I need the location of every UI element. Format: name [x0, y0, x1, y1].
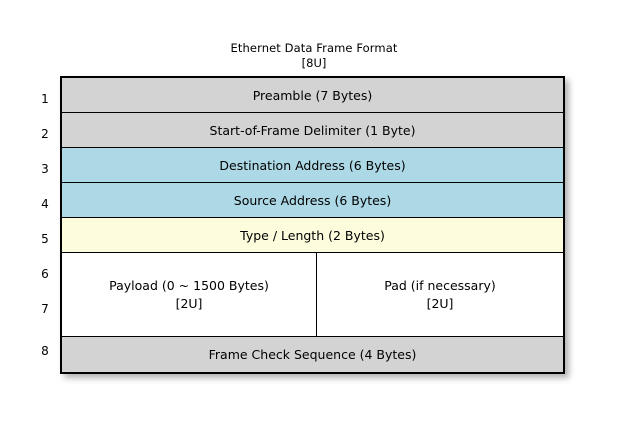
page-title: Ethernet Data Frame Format [230, 41, 398, 55]
frame-format-table: Preamble (7 Bytes) Start-of-Frame Delimi… [60, 76, 565, 374]
row-number-8: 8 [41, 344, 49, 358]
frame-field-payload-pad-row: Payload (0 ~ 1500 Bytes) [2U] Pad (if ne… [62, 253, 563, 337]
row-number-2: 2 [41, 127, 49, 141]
row-number-1: 1 [41, 92, 49, 106]
frame-field-sublabel: [2U] [426, 295, 454, 311]
frame-field-sublabel: [2U] [175, 295, 203, 311]
row-number-5: 5 [41, 232, 49, 246]
frame-field-label: Type / Length (2 Bytes) [240, 227, 385, 243]
frame-field-label: Payload (0 ~ 1500 Bytes) [109, 277, 269, 293]
row-number-gutter: 1 2 3 4 5 6 7 8 [32, 75, 58, 405]
frame-field-label: Frame Check Sequence (4 Bytes) [208, 347, 417, 362]
frame-field-type-length: Type / Length (2 Bytes) [62, 218, 563, 253]
row-number-3: 3 [41, 162, 49, 176]
frame-field-label: Destination Address (6 Bytes) [219, 157, 406, 173]
diagram-title-block: Ethernet Data Frame Format [8U] [0, 41, 628, 71]
frame-field-label: Source Address (6 Bytes) [233, 192, 392, 208]
page-subtitle: [8U] [301, 56, 327, 70]
frame-field-start-of-frame-delimiter: Start-of-Frame Delimiter (1 Byte) [62, 113, 563, 148]
row-number-4: 4 [41, 197, 49, 211]
frame-field-preamble: Preamble (7 Bytes) [62, 78, 563, 113]
frame-field-destination-address: Destination Address (6 Bytes) [62, 148, 563, 183]
frame-field-label: Preamble (7 Bytes) [252, 87, 373, 103]
frame-field-source-address: Source Address (6 Bytes) [62, 183, 563, 218]
row-number-6: 6 [41, 267, 49, 281]
frame-field-payload: Payload (0 ~ 1500 Bytes) [2U] [62, 253, 317, 336]
frame-field-pad: Pad (if necessary) [2U] [317, 253, 563, 336]
row-number-7: 7 [41, 302, 49, 316]
frame-field-label: Pad (if necessary) [384, 277, 496, 293]
frame-field-frame-check-sequence: Frame Check Sequence (4 Bytes) [62, 337, 563, 372]
frame-field-label: Start-of-Frame Delimiter (1 Byte) [209, 122, 416, 138]
